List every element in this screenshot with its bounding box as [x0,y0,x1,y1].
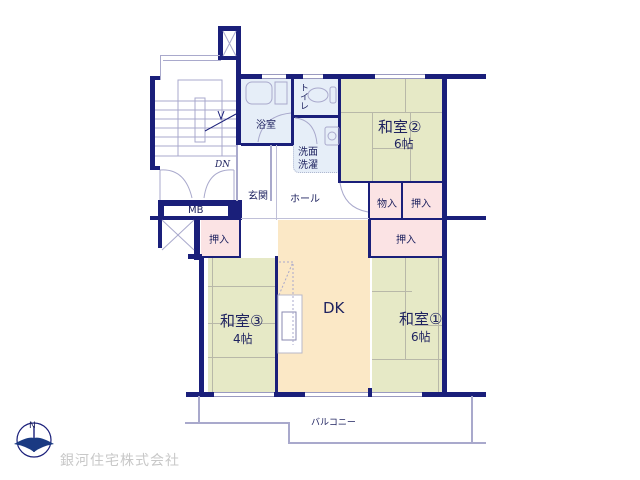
toilet-label: トイレ [298,83,308,110]
stair-wall [236,26,241,145]
washitsu-2-label: 和室② [378,118,422,136]
closet-left-label: 押入 [209,235,229,246]
wall-right [442,74,447,396]
dk-label: DK [323,299,345,317]
compass-icon [14,422,54,458]
washroom-label-1: 洗面 [298,147,318,158]
compass-n-label: N [29,421,36,431]
closet-mid-label: 押入 [396,235,416,246]
bathroom [241,79,291,145]
washitsu-2-size: 6帖 [394,137,414,151]
entrance-label: 玄関 [248,191,268,202]
mb-label: MB [188,205,204,216]
bath-label: 浴室 [256,120,276,131]
wall-top [236,74,486,79]
washitsu-3-room [208,258,276,392]
balcony-label: バルコニー [311,418,356,428]
washroom-label-2: 洗濯 [298,160,318,171]
washitsu-1-size: 6帖 [411,330,431,344]
washitsu-2-room [340,79,442,182]
closet-top [403,183,442,218]
toilet-room [293,79,340,115]
storage-label: 物入 [377,199,397,210]
closet-top-label: 押入 [411,199,431,210]
washitsu-1-label: 和室① [399,310,443,328]
company-name: 銀河住宅株式会社 [60,453,180,469]
hall-label: ホール [290,194,320,205]
storage-room [370,183,402,218]
closet-mid [370,220,442,256]
closet-left [201,220,239,256]
stairs-dn-label: DN [215,160,231,170]
washitsu-3-label: 和室③ [220,312,264,330]
washitsu-3-size: 4帖 [233,332,253,346]
